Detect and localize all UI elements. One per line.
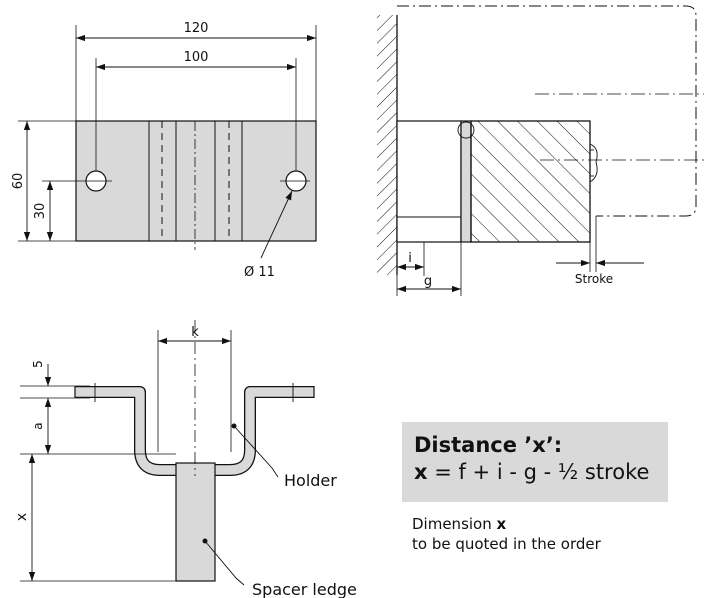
dim-i-label: i [408,251,412,266]
dim-30-label: 30 [33,203,48,220]
formula-expression: = f + i - g - ½ stroke [427,460,650,484]
buffer-part [470,120,591,243]
note-line-1: Dimension x [412,514,601,534]
hole-diameter-label: Ø 11 [244,265,275,280]
spacer-ledge [175,462,216,582]
holder-label: Holder [284,471,337,490]
formula-box: Distance ’x’: x = f + i - g - ½ stroke [402,422,668,502]
formula-line: x = f + i - g - ½ stroke [414,458,658,486]
spacer-block [396,120,462,243]
stroke-label: Stroke [575,272,613,286]
dim-60-label: 60 [11,173,26,190]
holder-plate [460,120,472,243]
dim-k-label: k [191,325,199,340]
formula-title: Distance ’x’: [414,433,563,457]
plate [75,120,317,242]
dim-5-label: 5 [31,360,45,368]
installation-view: i g Stroke [377,5,704,296]
dimension-note: Dimension x to be quoted in the order [412,514,601,554]
wall-hatch [377,15,397,275]
note-line-2: to be quoted in the order [412,535,601,553]
spacer-leader [204,540,245,586]
diameter-leader [260,190,293,259]
dim-g-label: g [424,274,432,289]
machine-outline [397,5,697,217]
holder-view: k 5 a x Holder Spacer ledge [14,320,357,598]
plate-view: 120 100 60 30 Ø 11 [11,21,317,280]
dim-x-label: x [14,513,30,521]
dim-a-label: a [31,422,45,429]
holder-leader [233,425,279,478]
holder-strip [75,386,314,476]
note-prefix: Dimension [412,515,497,533]
formula-variable: x [414,460,428,484]
spacer-ledge-label: Spacer ledge [252,580,357,598]
note-variable: x [496,515,507,533]
dim-120-label: 120 [184,21,209,36]
dim-100-label: 100 [184,50,209,65]
